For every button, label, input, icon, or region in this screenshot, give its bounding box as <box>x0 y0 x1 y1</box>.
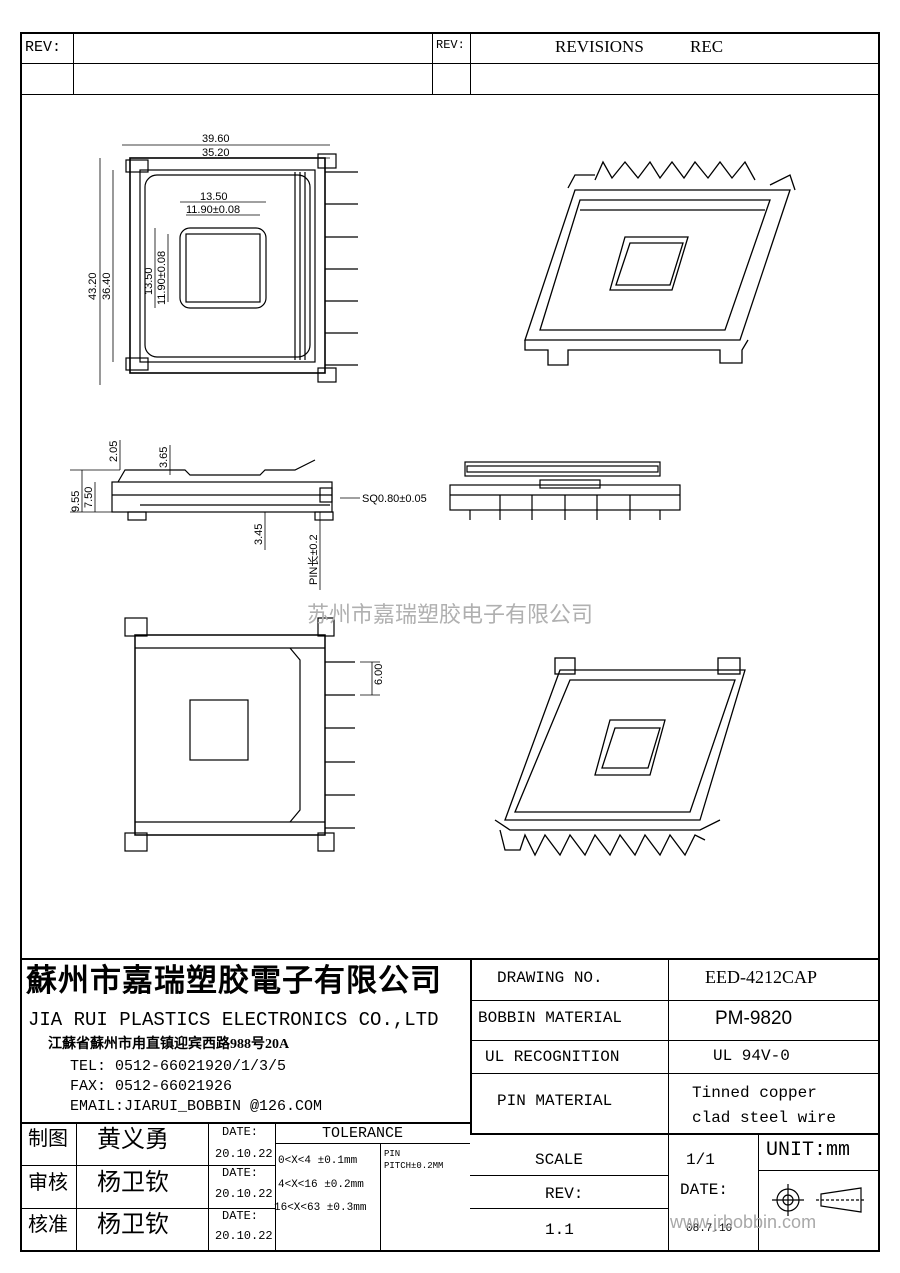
titleblock-row <box>470 1073 880 1074</box>
drawing-frame <box>20 32 880 1252</box>
scale-value: 1/1 <box>686 1151 715 1169</box>
sign-row <box>20 1165 275 1166</box>
dim-w-center-tol: 11.90±0.08 <box>186 204 240 216</box>
dim-side-pin: PIN长±0.2 <box>307 534 320 585</box>
sign-col <box>208 1122 209 1252</box>
titleblock-col <box>668 958 669 1133</box>
company-tel: TEL: 0512-66021920/1/3/5 <box>70 1058 287 1075</box>
projection-symbol-icon <box>772 1184 866 1216</box>
dim-w-outer: 39.60 <box>202 133 230 145</box>
rev-value: 1.1 <box>545 1221 574 1239</box>
company-address: 江蘇省蘇州市甪直镇迎宾西路988号20A <box>48 1037 290 1052</box>
dim-h-center-tol: 11.90±0.08 <box>156 251 168 305</box>
bobbin-material-label: BOBBIN MATERIAL <box>478 1009 623 1027</box>
bottom-view <box>124 617 380 852</box>
unit-label: UNIT:mm <box>766 1139 851 1162</box>
name-approve: 杨卫钦 <box>97 1212 169 1238</box>
unit-row <box>758 1170 880 1171</box>
company-email: EMAIL:JIARUI_BOBBIN @126.COM <box>70 1098 323 1115</box>
sign-col <box>76 1122 77 1252</box>
rev-label: REV: <box>545 1185 584 1203</box>
header-bottom-line <box>20 94 880 95</box>
rev-label-right: REV: <box>436 38 465 52</box>
tolerance-2: 4<X<16 ±0.2mm <box>278 1179 364 1191</box>
dim-side-h2: 7.50 <box>83 487 95 508</box>
tolerance-1: 0<X<4 ±0.1mm <box>278 1155 358 1167</box>
header-divider <box>20 63 880 64</box>
scale-top <box>470 1133 880 1135</box>
drawing-area: 39.60 35.20 13.50 11.90±0.08 43.20 36.40… <box>70 133 796 857</box>
date-check: 20.10.22 <box>215 1187 273 1201</box>
tol-row <box>275 1143 470 1144</box>
company-fax: FAX: 0512-66021926 <box>70 1078 233 1095</box>
dim-side-sq: SQ0.80±0.05 <box>362 493 427 505</box>
name-draw: 黄义勇 <box>97 1127 169 1153</box>
rev-row <box>470 1208 668 1209</box>
date-value: 08.7.10 <box>686 1223 733 1235</box>
dim-pitch: 6.00 <box>373 664 385 685</box>
date-approve: 20.10.22 <box>215 1229 273 1243</box>
iso-view-bottom <box>494 657 746 857</box>
date-draw: 20.10.22 <box>215 1147 273 1161</box>
name-check: 杨卫钦 <box>97 1170 169 1196</box>
date-label: DATE: <box>680 1181 729 1199</box>
scale-col <box>668 1133 669 1252</box>
date-label-approve: DATE: <box>222 1209 259 1223</box>
header-col-line <box>470 32 471 94</box>
revisions-heading: REVISIONS <box>555 37 644 56</box>
iso-view-top <box>524 160 796 366</box>
dim-w-center: 13.50 <box>200 191 228 203</box>
tolerance-3: 16<X<63 ±0.3mm <box>274 1202 367 1214</box>
dim-side-d1: 2.05 <box>108 441 120 462</box>
watermark: 苏州市嘉瑞塑胶电子有限公司 <box>307 602 593 627</box>
dim-h-inner: 36.40 <box>101 272 113 300</box>
sign-col <box>380 1143 381 1252</box>
pin-material-line1: Tinned copper <box>692 1084 817 1102</box>
dim-h-outer: 43.20 <box>87 272 99 300</box>
role-check: 审核 <box>28 1172 68 1194</box>
pin-pitch-1: PIN <box>384 1149 401 1159</box>
pin-pitch-2: PITCH±0.2MM <box>384 1161 444 1171</box>
website-watermark: www.jrbobbin.com <box>670 1212 817 1232</box>
scale-row <box>470 1175 668 1176</box>
drawing-no: EED-4212CAP <box>705 967 817 987</box>
sign-top <box>20 1122 470 1124</box>
dim-side-d2: 3.65 <box>158 447 170 468</box>
rev-label-left: REV: <box>25 39 62 56</box>
tolerance-label: TOLERANCE <box>322 1125 404 1142</box>
sign-row <box>20 1208 275 1209</box>
dim-side-h1: 9.55 <box>70 491 82 512</box>
header-col-line <box>432 32 433 94</box>
sign-col <box>275 1122 276 1252</box>
side-view <box>70 440 360 590</box>
date-label-draw: DATE: <box>222 1125 259 1139</box>
unit-col <box>758 1133 759 1252</box>
bobbin-material: PM-9820 <box>715 1008 793 1029</box>
front-view <box>449 461 681 520</box>
role-approve: 核准 <box>28 1214 68 1236</box>
role-draw: 制图 <box>28 1128 68 1150</box>
header-col-line <box>73 32 74 94</box>
dim-side-d3: 3.45 <box>253 524 265 545</box>
ul-label: UL RECOGNITION <box>485 1048 620 1066</box>
company-name-cn: 蘇州市嘉瑞塑胶電子有限公司 <box>26 963 442 998</box>
dim-w-inner: 35.20 <box>202 147 230 159</box>
date-label-check: DATE: <box>222 1166 259 1180</box>
pin-material-label: PIN MATERIAL <box>497 1092 613 1110</box>
top-view <box>99 144 358 385</box>
pin-material-line2: clad steel wire <box>692 1109 837 1127</box>
titleblock-top <box>20 958 880 960</box>
dim-h-center: 13.50 <box>143 267 155 295</box>
drawing-no-label: DRAWING NO. <box>497 969 603 987</box>
scale-label: SCALE <box>535 1151 584 1169</box>
ul-value: UL 94V-0 <box>713 1047 790 1065</box>
titleblock-row <box>470 1000 880 1001</box>
company-name-en: JIA RUI PLASTICS ELECTRONICS CO.,LTD <box>28 1009 439 1031</box>
titleblock-split <box>470 958 472 1133</box>
rec-heading: REC <box>690 37 724 56</box>
titleblock-row <box>470 1040 880 1041</box>
